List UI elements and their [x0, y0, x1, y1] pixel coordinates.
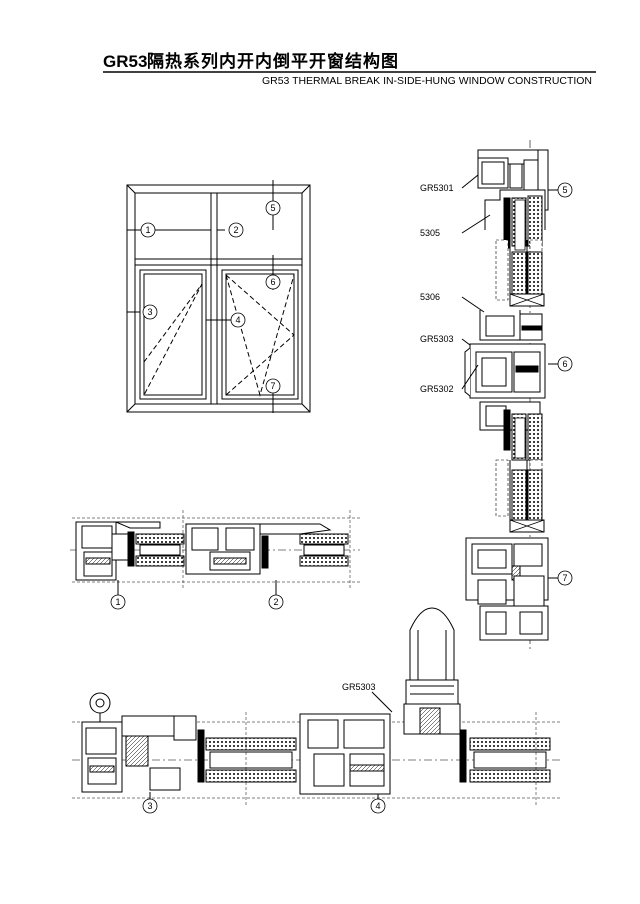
- title-prefix: GR53: [103, 52, 147, 71]
- marker-6-section: 6: [562, 359, 567, 369]
- marker-2-section: 2: [273, 597, 278, 607]
- marker-1-section: 1: [115, 597, 120, 607]
- marker-1: 1: [145, 225, 150, 235]
- title-chinese: 隔热系列内开内倒平开窗结构图: [147, 51, 399, 72]
- section-1-2-markers: [110, 594, 284, 610]
- marker-6: 6: [270, 277, 275, 287]
- part-label-5305: 5305: [420, 228, 440, 238]
- marker-5-section: 5: [562, 185, 567, 195]
- section-3-4: [72, 607, 560, 806]
- vertical-section: [461, 140, 558, 650]
- vertical-section-marker-labels: 5 6 7: [562, 185, 567, 583]
- marker-2: 2: [233, 225, 238, 235]
- part-label-gr5302: GR5302: [420, 384, 454, 394]
- part-label-gr5303: GR5303: [420, 334, 454, 344]
- marker-7-section: 7: [562, 573, 567, 583]
- vertical-section-part-labels: GR5301 5305 5306 GR5303 GR5302: [420, 183, 454, 394]
- part-label-gr5303-horizontal: GR5303: [342, 682, 376, 692]
- section-3-4-marker-labels: 3 4: [147, 801, 380, 811]
- vertical-section-markers: [557, 182, 573, 586]
- part-label-5306: 5306: [420, 292, 440, 302]
- elevation-markers: [140, 200, 281, 394]
- section-1-2: [70, 510, 360, 596]
- marker-4-section: 4: [375, 801, 380, 811]
- part-label-gr5301: GR5301: [420, 183, 454, 193]
- section-1-2-marker-labels: 1 2: [115, 597, 278, 607]
- opening-lines: [143, 274, 295, 397]
- sash-right: [221, 269, 299, 400]
- marker-3-section: 3: [147, 801, 152, 811]
- outer-frame: [126, 184, 311, 413]
- elevation-marker-labels: 1 2 3 4 5 6 7: [145, 203, 275, 391]
- marker-4: 4: [235, 315, 240, 325]
- window-elevation: [126, 180, 311, 413]
- section-3-4-part-label-group: GR5303: [342, 682, 376, 692]
- marker-3: 3: [147, 307, 152, 317]
- inner-frame: [134, 192, 303, 405]
- title-block: GR53 隔热系列内开内倒平开窗结构图 GR53 THERMAL BREAK I…: [103, 51, 596, 87]
- sash-left: [139, 269, 207, 400]
- section-3-4-markers: [142, 798, 386, 814]
- marker-7: 7: [270, 381, 275, 391]
- marker-5: 5: [270, 203, 275, 213]
- title-english: GR53 THERMAL BREAK IN-SIDE-HUNG WINDOW C…: [262, 75, 592, 87]
